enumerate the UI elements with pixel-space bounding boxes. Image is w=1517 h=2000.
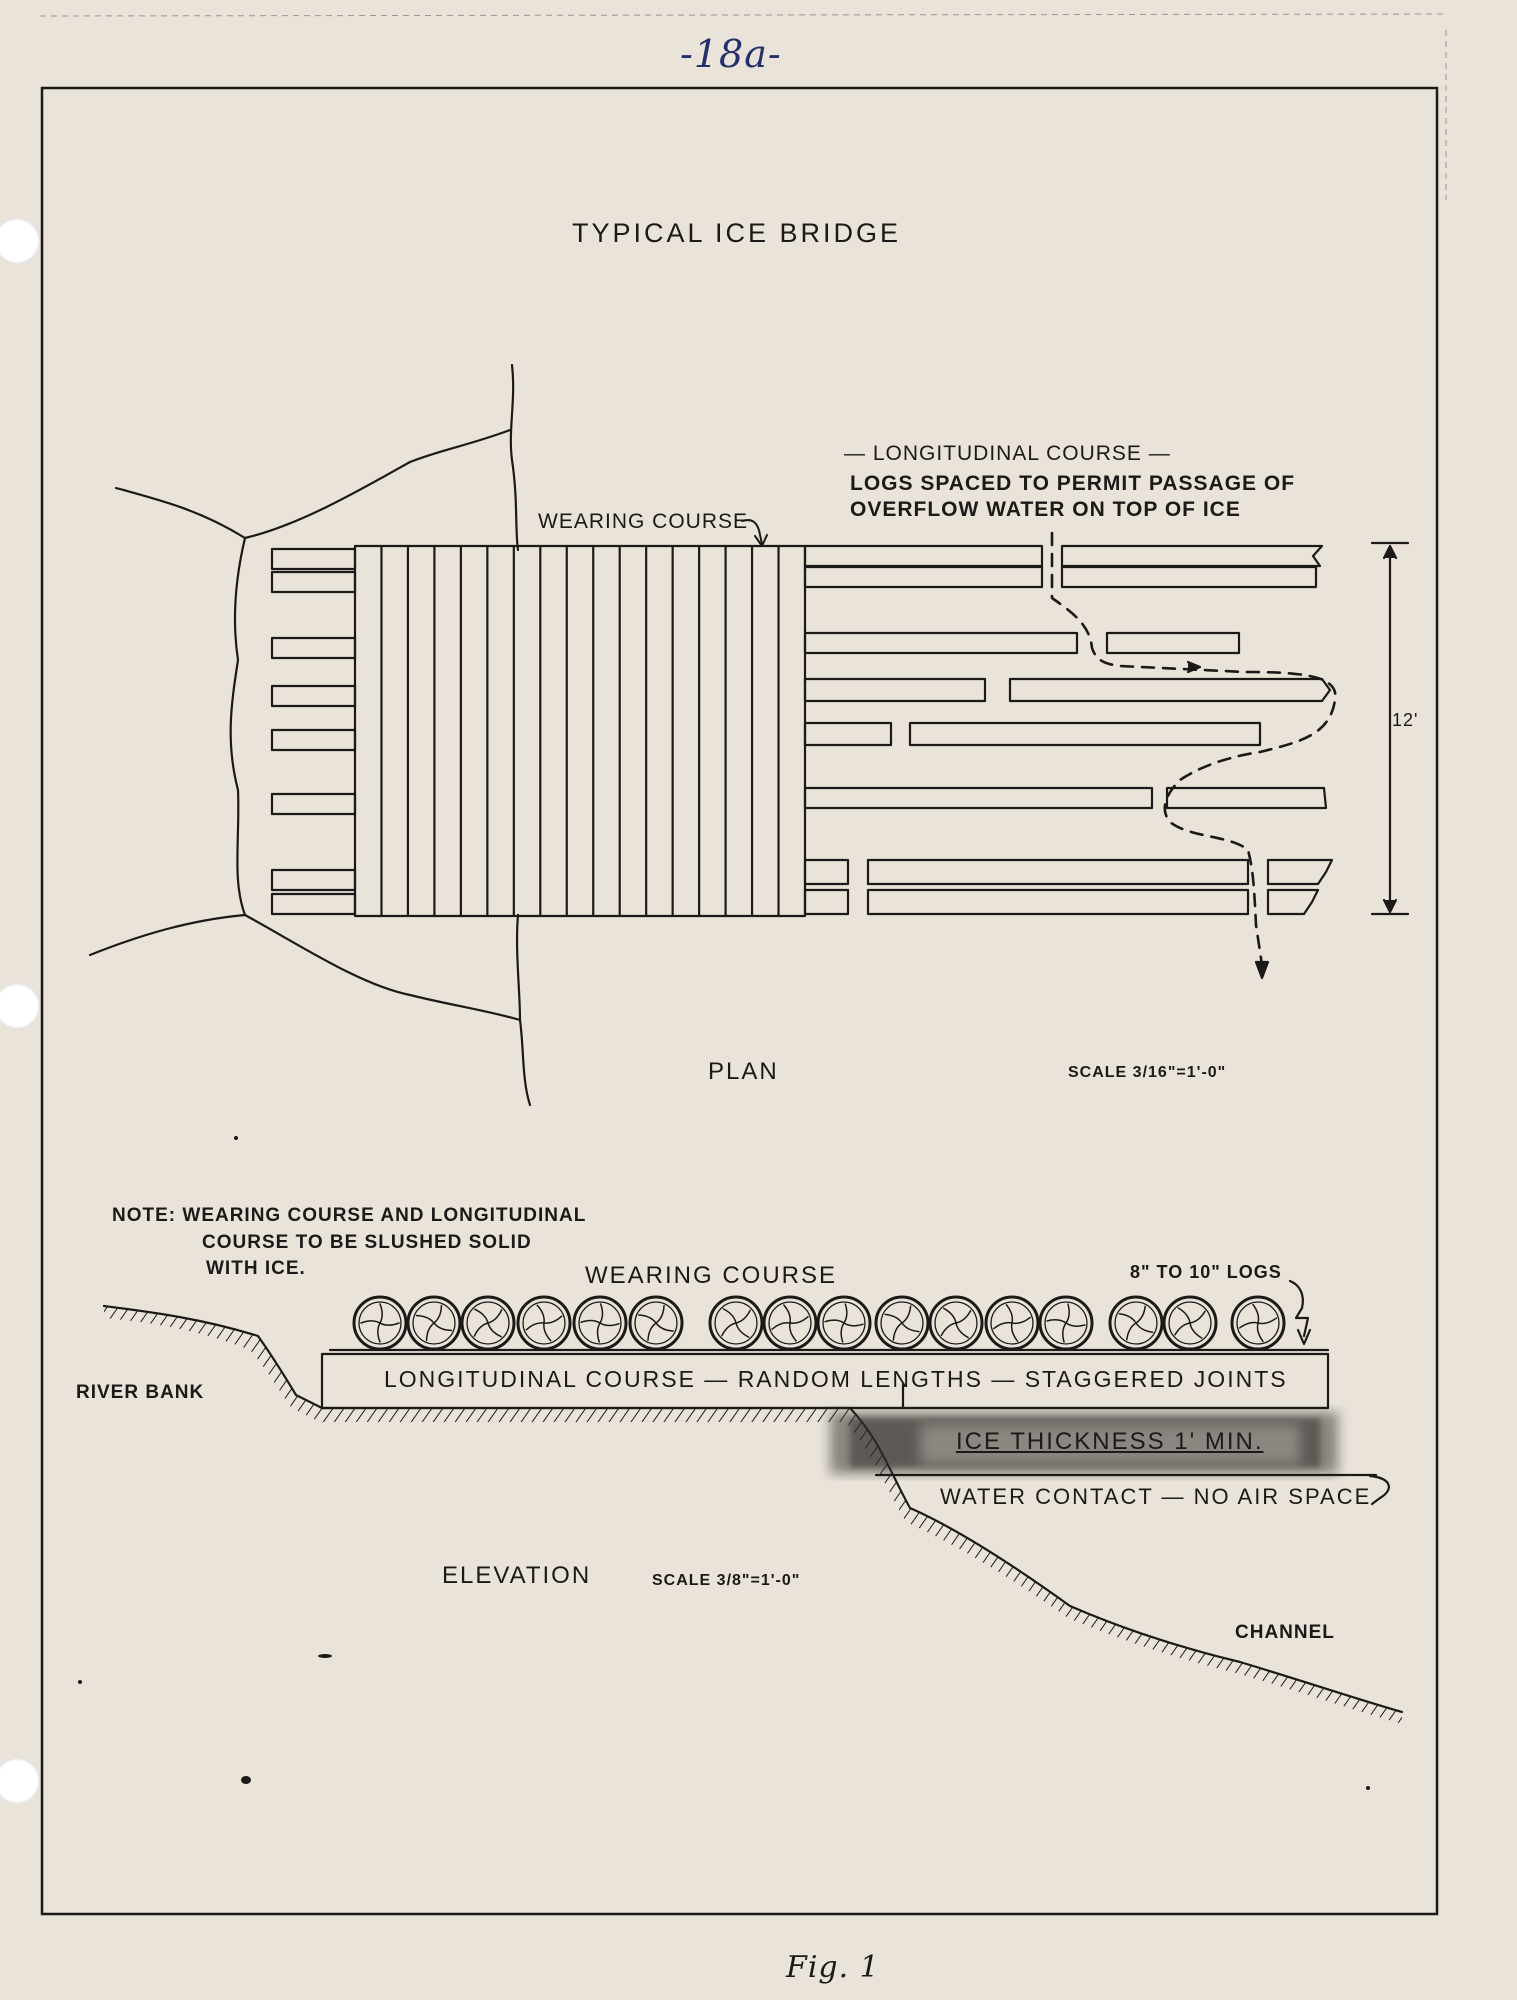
elevation-scale: SCALE 3/8"=1'-0"	[652, 1572, 801, 1589]
overflow-arrow-end	[1254, 960, 1270, 980]
ink-specks	[78, 1136, 1370, 1790]
plan-bank-top	[509, 363, 520, 552]
longitudinal-logs	[803, 544, 1334, 916]
log-cross-section	[816, 1295, 872, 1351]
log-cross-section	[352, 1295, 408, 1351]
plan-bank-upper	[243, 428, 512, 540]
logs-spaced-line1: LOGS SPACED TO PERMIT PASSAGE OF	[850, 472, 1296, 495]
dimension-arrow-top	[1382, 544, 1398, 560]
note-line2: COURSE TO BE SLUSHED SOLID	[202, 1232, 532, 1253]
page-border	[40, 86, 1439, 1916]
overflow-arrow-mid	[1186, 660, 1202, 674]
note-line3: WITH ICE.	[206, 1258, 306, 1279]
note-line1: NOTE: WEARING COURSE AND LONGITUDINAL	[112, 1205, 587, 1226]
log-cross-section	[1038, 1295, 1094, 1351]
logs-spaced-line2: OVERFLOW WATER ON TOP OF ICE	[850, 498, 1241, 521]
log-cross-section	[874, 1295, 930, 1351]
plan-wearing-course-label: WEARING COURSE	[538, 510, 749, 533]
channel-label: CHANNEL	[1235, 1622, 1335, 1643]
river-bank-profile	[102, 1304, 1404, 1714]
log-cross-section	[516, 1295, 572, 1351]
log-cross-section	[1162, 1295, 1218, 1351]
plan-scale: SCALE 3/16"=1'-0"	[1068, 1064, 1227, 1081]
river-bank-ground	[104, 1306, 1402, 1724]
wearing-course-leader	[741, 519, 763, 545]
log-cross-section	[708, 1295, 764, 1351]
log-cross-section	[628, 1295, 684, 1351]
river-bank-label: RIVER BANK	[76, 1382, 205, 1403]
ice-layer	[830, 1412, 1338, 1474]
logs-leader	[1288, 1279, 1310, 1338]
log-cross-section	[984, 1295, 1040, 1351]
plan-label: PLAN	[708, 1058, 779, 1085]
wearing-course-arrowhead	[754, 534, 768, 547]
log-cross-section	[406, 1295, 462, 1351]
page-number: -18a-	[680, 32, 782, 76]
log-cross-section	[1108, 1295, 1164, 1351]
dimension-arrow-bottom	[1382, 898, 1398, 914]
elevation-view	[102, 1279, 1404, 1724]
dimension-label: 12'	[1392, 710, 1419, 731]
binder-hole-bottom	[0, 1758, 40, 1804]
water-leader	[1368, 1474, 1390, 1506]
elevation-label: ELEVATION	[442, 1562, 592, 1589]
longitudinal-course-box	[320, 1352, 1330, 1410]
plan-bank-bottom	[515, 913, 532, 1107]
log-cross-section	[460, 1295, 516, 1351]
water-contact-label: WATER CONTACT — NO AIR SPACE	[940, 1484, 1372, 1509]
wearing-course-planks	[380, 545, 780, 917]
overflow-water-path	[1050, 531, 1337, 967]
longitudinal-course-label: LONGITUDINAL COURSE — RANDOM LENGTHS — S…	[384, 1366, 1288, 1392]
wearing-course-deck	[353, 544, 807, 918]
logs-leader-arrow	[1296, 1328, 1312, 1346]
binder-hole-top	[0, 218, 40, 264]
log-cross-section	[762, 1295, 818, 1351]
log-cross-section	[572, 1295, 628, 1351]
log-cross-section	[928, 1295, 984, 1351]
shore-end-logs	[270, 547, 357, 916]
plan-shoreline-west	[114, 486, 247, 917]
binder-hole-middle	[0, 983, 40, 1029]
wearing-course-logs	[352, 1295, 1286, 1351]
ice-thickness-label: ICE THICKNESS 1' MIN.	[956, 1428, 1264, 1455]
log-cross-section	[1230, 1295, 1286, 1351]
plan-view	[88, 363, 1410, 1107]
plan-bank-lower	[88, 913, 522, 1022]
figure-label: Fig. 1	[786, 1950, 880, 1985]
longitudinal-heading-label: — LONGITUDINAL COURSE —	[844, 442, 1171, 465]
diagram-title: TYPICAL ICE BRIDGE	[572, 218, 902, 248]
elevation-wearing-course-label: WEARING COURSE	[585, 1262, 838, 1289]
logs-size-label: 8" TO 10" LOGS	[1130, 1262, 1282, 1282]
top-faint-rule	[39, 13, 1449, 17]
